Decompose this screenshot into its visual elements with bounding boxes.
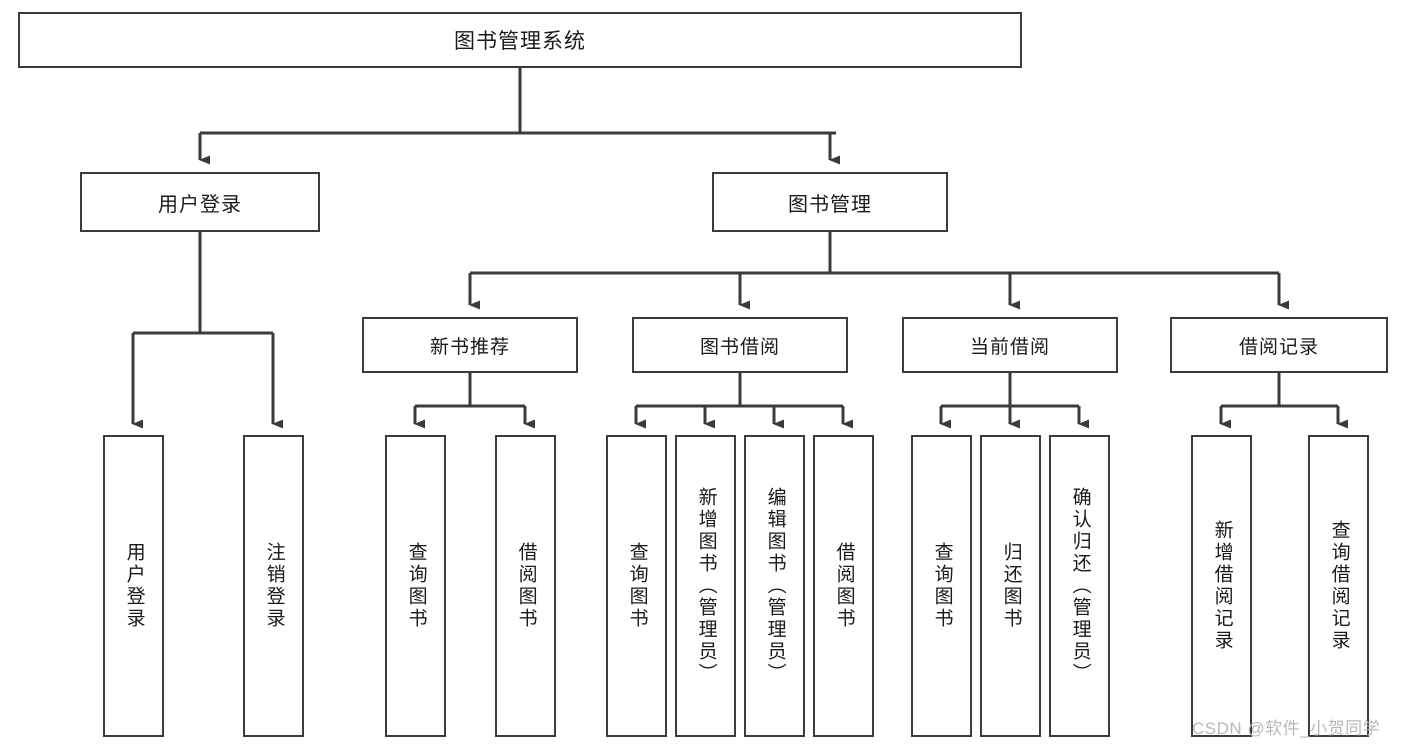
node-leaf-edit-book-label: 编辑图书（管理员） (764, 487, 786, 685)
node-leaf-borrow-book-2[interactable]: 借阅图书 (813, 435, 874, 737)
node-leaf-return-book[interactable]: 归还图书 (980, 435, 1041, 737)
node-leaf-edit-book[interactable]: 编辑图书（管理员） (744, 435, 805, 737)
node-leaf-add-book-label: 新增图书（管理员） (695, 487, 717, 685)
node-leaf-add-record-label: 新增借阅记录 (1211, 520, 1233, 652)
node-leaf-borrow-book-2-label: 借阅图书 (833, 542, 855, 630)
node-root-label: 图书管理系统 (454, 30, 586, 53)
node-root[interactable]: 图书管理系统 (18, 12, 1022, 68)
node-leaf-add-record[interactable]: 新增借阅记录 (1191, 435, 1252, 737)
node-leaf-query-book-1[interactable]: 查询图书 (385, 435, 446, 737)
node-leaf-query-book-2-label: 查询图书 (626, 542, 648, 630)
node-leaf-query-book-1-label: 查询图书 (405, 542, 427, 630)
node-leaf-query-record-label: 查询借阅记录 (1328, 520, 1350, 652)
node-leaf-user-login-label: 用户登录 (123, 542, 145, 630)
node-book-manage-label: 图书管理 (788, 193, 872, 216)
node-current-borrow-label: 当前借阅 (969, 336, 1050, 358)
node-leaf-user-logout-label: 注销登录 (263, 542, 285, 630)
node-borrow-record-label: 借阅记录 (1238, 336, 1319, 358)
node-book-borrow-label: 图书借阅 (699, 336, 780, 358)
node-leaf-borrow-book-1[interactable]: 借阅图书 (495, 435, 556, 737)
node-leaf-borrow-book-1-label: 借阅图书 (515, 542, 537, 630)
node-leaf-add-book[interactable]: 新增图书（管理员） (675, 435, 736, 737)
node-book-manage[interactable]: 图书管理 (712, 172, 948, 232)
node-leaf-query-book-3[interactable]: 查询图书 (911, 435, 972, 737)
node-leaf-confirm-return[interactable]: 确认归还（管理员） (1049, 435, 1110, 737)
node-book-borrow[interactable]: 图书借阅 (632, 317, 848, 373)
node-leaf-user-logout[interactable]: 注销登录 (243, 435, 304, 737)
node-leaf-user-login[interactable]: 用户登录 (103, 435, 164, 737)
node-leaf-query-book-3-label: 查询图书 (931, 542, 953, 630)
node-new-book-rec[interactable]: 新书推荐 (362, 317, 578, 373)
node-leaf-query-book-2[interactable]: 查询图书 (606, 435, 667, 737)
node-user-login-label: 用户登录 (158, 193, 242, 216)
node-current-borrow[interactable]: 当前借阅 (902, 317, 1118, 373)
node-leaf-return-book-label: 归还图书 (1000, 542, 1022, 630)
node-user-login[interactable]: 用户登录 (80, 172, 320, 232)
node-leaf-confirm-return-label: 确认归还（管理员） (1069, 487, 1091, 685)
node-new-book-rec-label: 新书推荐 (429, 336, 510, 358)
node-borrow-record[interactable]: 借阅记录 (1170, 317, 1388, 373)
node-leaf-query-record[interactable]: 查询借阅记录 (1308, 435, 1369, 737)
